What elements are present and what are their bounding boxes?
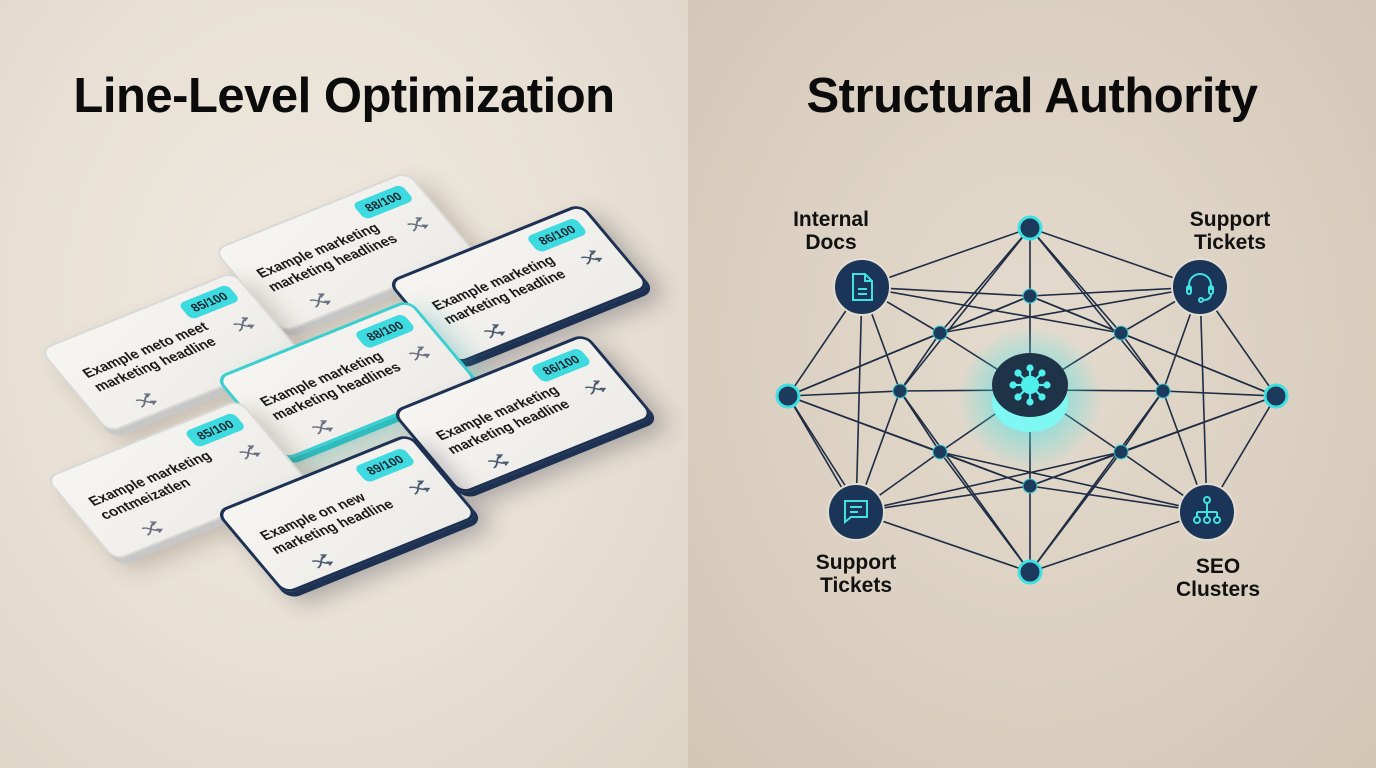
shuffle-arrows-icon <box>135 393 158 408</box>
left-panel: Line-Level Optimization 88/100 Example m… <box>0 0 688 768</box>
shuffle-arrows-icon <box>311 420 334 435</box>
headline-text: Example marketing marketing headline <box>432 382 573 457</box>
headset-icon <box>1186 273 1214 303</box>
chat-bubble-icon <box>844 500 868 525</box>
shuffle-arrows-icon <box>408 480 431 495</box>
shuffle-arrows-icon <box>408 346 431 361</box>
headline-text: Example marketing marketing headlines <box>252 219 401 295</box>
shuffle-arrows-icon <box>239 445 261 460</box>
node-label-support-tickets-top: Support Tickets <box>1189 208 1271 254</box>
headline-text: Example marketing marketing headlines <box>256 348 405 423</box>
shuffle-arrows-icon <box>584 380 607 395</box>
hub-network-icon <box>1009 364 1051 406</box>
shuffle-arrows-icon <box>309 293 332 308</box>
document-icon <box>852 273 873 301</box>
left-panel-title: Line-Level Optimization <box>73 69 615 123</box>
network-edges <box>787 227 1277 573</box>
right-panel-title: Structural Authority <box>806 69 1258 123</box>
network-nodes <box>775 215 1289 585</box>
node-support-tickets-bottom <box>827 483 885 541</box>
headline-card-highlighted: 88/100 Example marketing marketing headl… <box>214 298 480 462</box>
shuffle-arrows-icon <box>580 250 603 265</box>
headline-card: 85/100 Example marketing contmeizatlen <box>44 398 310 562</box>
headline-card: 86/100 Example marketing marketing headl… <box>386 202 652 366</box>
central-hub <box>958 326 1102 470</box>
node-internal-docs <box>833 258 891 316</box>
node-seo-clusters <box>1178 483 1236 541</box>
shuffle-arrows-icon <box>233 317 255 332</box>
node-label-support-tickets-bottom: Support Tickets <box>815 551 897 597</box>
headline-card: 85/100 Example meto meet marketing headl… <box>38 270 304 434</box>
headline-text: Example on new marketing headline <box>256 489 397 557</box>
headline-card: 88/100 Example marketing marketing headl… <box>212 170 478 334</box>
shuffle-arrows-icon <box>311 554 334 569</box>
node-label-internal-docs: Internal Docs <box>793 208 869 254</box>
headline-card: 86/100 Example marketing marketing headl… <box>390 332 656 496</box>
sitemap-icon <box>1193 496 1221 524</box>
shuffle-arrows-icon <box>141 521 164 536</box>
headline-card: 89/100 Example on new marketing headline <box>214 432 480 596</box>
shuffle-arrows-icon <box>487 454 510 469</box>
shuffle-arrows-icon <box>483 324 506 339</box>
headline-text: Example marketing marketing headline <box>428 252 569 327</box>
network-diagram <box>775 215 1289 585</box>
headline-text: Example meto meet marketing headline <box>78 318 220 395</box>
shuffle-arrows-icon <box>407 217 429 232</box>
node-support-tickets-top <box>1171 258 1229 316</box>
node-label-seo-clusters: SEO Clusters <box>1175 555 1261 601</box>
